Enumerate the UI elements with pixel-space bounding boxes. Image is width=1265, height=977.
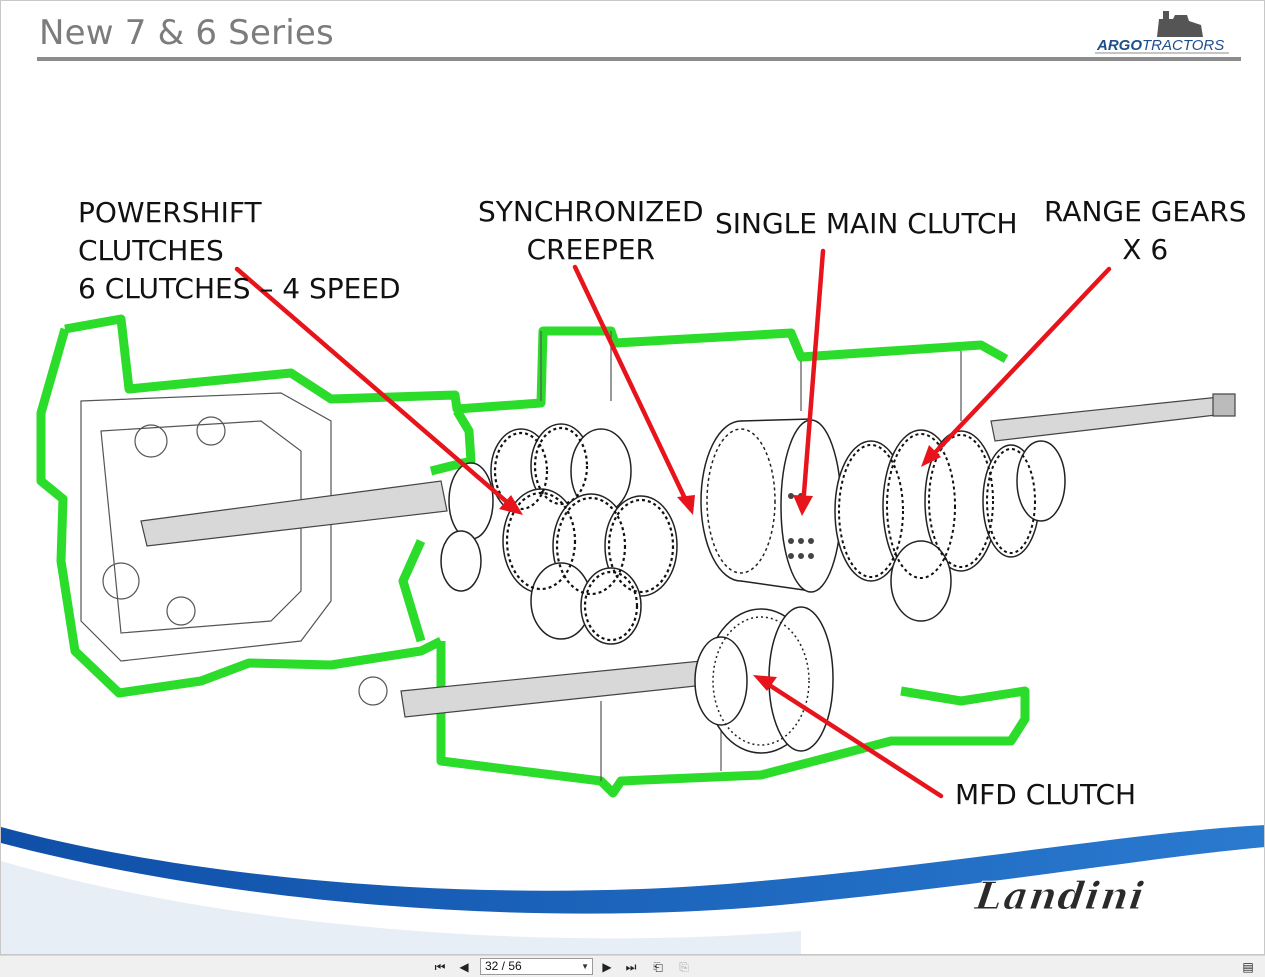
main-clutch-drum [700,418,842,593]
main-clutch-arrow [800,248,826,509]
viewer-toolbar: ⏮ ◀ 32 / 56 ▼ ▶ ⏭ ⎗ ⎘ ▤ [0,955,1265,977]
footer-wave-graphic [1,825,1264,954]
mfd-clutch-label: MFD CLUTCH [955,778,1137,811]
powershift-gear-teeth [493,426,675,642]
range-gears-label: RANGE GEARS X 6 [1044,195,1247,266]
creeper-arrow [572,264,692,510]
argo-tractors-wordmark: ARGOTRACTORS [1097,37,1225,54]
powershift-arrow [234,266,518,512]
chevron-down-icon: ▼ [581,962,589,971]
next-page-icon[interactable]: ▶ [602,960,612,974]
mfd-clutch-drum [694,606,834,754]
shafts [140,393,1236,718]
callout-arrows [234,248,1112,799]
range-gear-pack [834,429,1066,622]
previous-view-icon[interactable]: ⎗ [653,959,663,974]
arrow-heads [499,445,941,691]
mfd-arrow [760,678,944,799]
sidebar-toggle-icon[interactable]: ▤ [1242,960,1254,974]
range-arrow [926,266,1112,462]
single-main-clutch-label: SINGLE MAIN CLUTCH [715,207,1018,240]
slide: New 7 & 6 Series ARGOTRACTORS [0,0,1265,955]
page-number-select[interactable]: 32 / 56 ▼ [480,958,593,975]
landini-logo: Landini [972,873,1149,919]
transmission-cutaway-illustration [36,248,1236,799]
last-page-icon[interactable]: ⏭ [625,959,637,974]
synchronized-creeper-label: SYNCHRONIZED CREEPER [478,195,704,266]
powershift-clutches-label: POWERSHIFT CLUTCHES 6 CLUTCHES – 4 SPEED [78,196,401,305]
page-indicator: 32 / 56 [485,959,522,973]
powershift-gear-pack [440,423,678,645]
previous-page-icon[interactable]: ◀ [459,960,469,974]
transmission-housing [36,314,1030,798]
first-page-icon[interactable]: ⏮ [434,959,446,974]
range-gear-teeth [838,433,1036,579]
next-view-icon[interactable]: ⎘ [679,959,689,974]
slide-title: New 7 & 6 Series [39,13,334,53]
argo-tractors-logo-icon [1095,11,1229,54]
title-divider [37,57,1241,61]
